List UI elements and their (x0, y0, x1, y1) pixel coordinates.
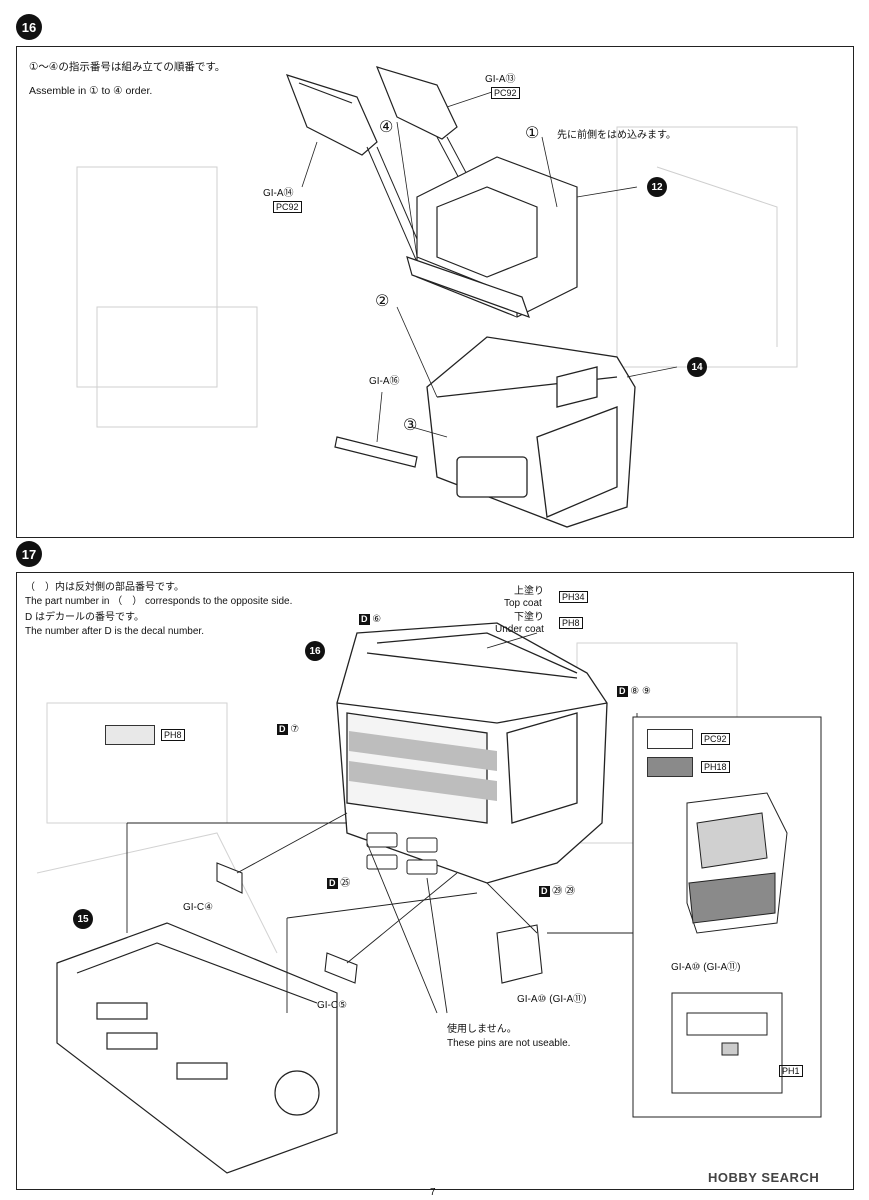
paint-code-badge: PH8 (161, 729, 185, 741)
paint-code-badge: PH18 (701, 761, 730, 773)
part-a14-paint: PC92 (273, 201, 302, 214)
decal-25-number: ㉕ (340, 878, 351, 889)
top-coat-en: Top coat (504, 598, 542, 609)
swatch-ph8-label: PH8 (161, 729, 185, 742)
decal-29-number: ㉙ ㉙ (552, 886, 576, 897)
decal-29-label: D ㉙ ㉙ (539, 885, 575, 898)
step16-leader-lines (301, 91, 678, 443)
page-number: 7 (430, 1187, 436, 1198)
step-16-illustration (76, 66, 798, 528)
ref-15-number: 15 (77, 913, 89, 925)
part-a16-drawing (334, 436, 418, 468)
background-ghost-lines (76, 126, 798, 428)
decal-8-9-number: ⑧ ⑨ (630, 686, 651, 697)
step-17-panel: （ ）内は反対側の部品番号です。 The part number in （ ） … (16, 572, 854, 1190)
part-a13-label: GI-A⑬ (485, 74, 516, 85)
decal-6-number: ⑥ (372, 614, 382, 625)
ref-14-number: 14 (691, 361, 703, 373)
step16-order-jp: ①〜④の指示番号は組み立ての順番です。 (29, 61, 226, 73)
paint-code-badge: PH34 (559, 591, 588, 603)
part-a10-drawing (496, 924, 543, 984)
ref-15-badge: 15 (73, 909, 93, 929)
paint-code-badge: PH8 (559, 617, 583, 629)
decal-7-number: ⑦ (290, 724, 300, 735)
paint-code-badge: PC92 (273, 201, 302, 213)
part-a13-drawing (375, 66, 458, 140)
step16-front-note: 先に前側をはめ込みます。 (557, 130, 676, 141)
inset-drawing (632, 716, 822, 1118)
inset-swatch-dark (647, 757, 693, 777)
part-a10-label: GI-A⑩ (GI-A⑪) (517, 994, 587, 1005)
windshield-band (349, 731, 497, 801)
inset-swatch-light (647, 729, 693, 749)
decal-6-label: D ⑥ (359, 613, 381, 626)
step-17-badge: 17 (16, 541, 42, 567)
inset-part-label: GI-A⑩ (GI-A⑪) (671, 962, 741, 973)
unused-pins-jp: 使用しません。 (447, 1024, 517, 1035)
step-17-number: 17 (21, 546, 37, 562)
decal-marker: D (539, 886, 550, 897)
step17-opposite-en: The part number in （ ） corresponds to th… (25, 596, 293, 607)
under-coat-code: PH8 (559, 617, 583, 630)
decal-marker: D (327, 878, 338, 889)
watermark-text: HOBBY SEARCH (708, 1170, 820, 1185)
part-c5-label: GI-C⑤ (317, 1000, 348, 1011)
inset-swatch-light-label: PC92 (701, 733, 730, 746)
part-c4-label: GI-C④ (183, 902, 214, 913)
callout-3: ③ (403, 417, 418, 434)
ref-12-number: 12 (651, 181, 663, 193)
step17-decal-en: The number after D is the decal number. (25, 626, 204, 637)
part-a13-paint: PC92 (491, 87, 520, 100)
decal-8-9-label: D ⑧ ⑨ (617, 685, 651, 698)
callout-4: ④ (379, 119, 394, 136)
cab-lower-body-drawing (426, 336, 636, 528)
step17-decal-jp: D はデカールの番号です。 (25, 612, 144, 623)
under-coat-jp: 下塗り (514, 612, 544, 623)
step-16-badge: 16 (16, 14, 42, 40)
decal-7-label: D ⑦ (277, 723, 299, 736)
ref-12-badge: 12 (647, 177, 667, 197)
inset-swatch-dark-label: PH18 (701, 761, 730, 774)
part-a16-label: GI-A⑯ (369, 376, 400, 387)
inset-ph1-label: PH1 (779, 1065, 803, 1078)
paint-code-badge: PC92 (701, 733, 730, 745)
bumper-drawing (56, 922, 338, 1174)
decal-marker: D (359, 614, 370, 625)
step-17-illustration (36, 622, 822, 1174)
part-a14-drawing (285, 74, 378, 156)
part-a14-label: GI-A⑭ (263, 188, 294, 199)
step-16-panel: ①〜④の指示番号は組み立ての順番です。 Assemble in ① to ④ o… (16, 46, 854, 538)
under-coat-en: Under coat (495, 624, 544, 635)
top-coat-jp: 上塗り (514, 586, 544, 597)
callout-2: ② (375, 293, 390, 310)
ref-14-badge: 14 (687, 357, 707, 377)
paint-code-badge: PH1 (779, 1065, 803, 1077)
unused-pins-en: These pins are not useable. (447, 1038, 571, 1049)
paint-code-badge: PC92 (491, 87, 520, 99)
step16-order-en: Assemble in ① to ④ order. (29, 85, 153, 97)
hobby-search-watermark: HOBBY SEARCH (708, 1170, 819, 1185)
step-16-number: 16 (21, 19, 37, 35)
swatch-ph8 (105, 725, 155, 745)
grille-drawing (366, 832, 438, 875)
step17-opposite-jp: （ ）内は反対側の部品番号です。 (25, 582, 184, 593)
callout-1: ① (525, 125, 540, 142)
part-c-drawings (216, 862, 358, 984)
decal-25-label: D ㉕ (327, 877, 350, 890)
ref-16-number: 16 (309, 645, 321, 657)
ref-16-badge: 16 (305, 641, 325, 661)
decal-marker: D (617, 686, 628, 697)
decal-marker: D (277, 724, 288, 735)
top-coat-code: PH34 (559, 591, 588, 604)
rear-panel-drawing (406, 256, 530, 318)
